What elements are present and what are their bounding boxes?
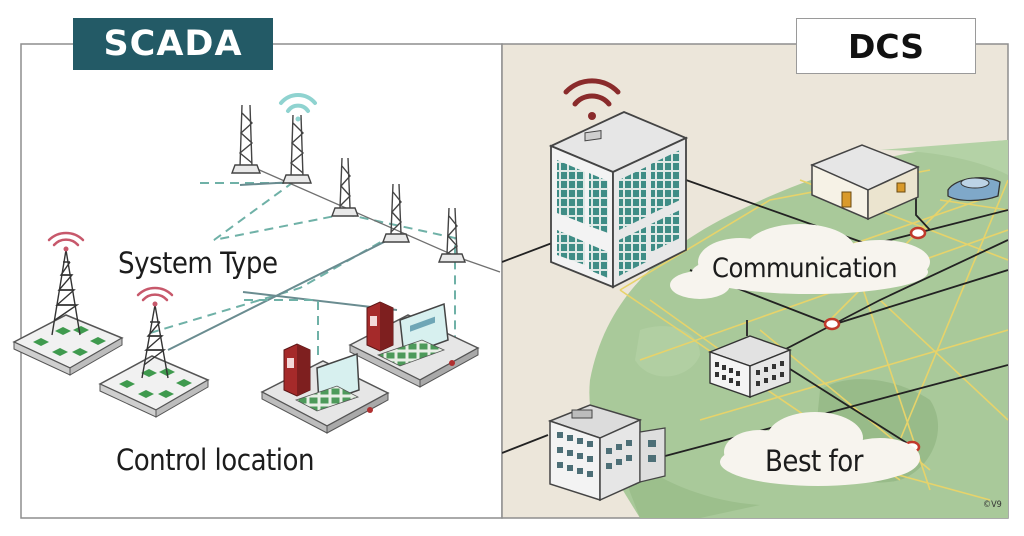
best-for-label: Best for [765,444,863,478]
server-cabinet-icon [283,343,311,397]
cloud-icon [670,224,930,299]
plant-building-icon [708,320,792,399]
watermark-mark: ©V9 [983,500,1002,510]
server-cabinet-icon [366,301,394,352]
cloud-icon [720,412,920,486]
system-type-label: System Type [118,246,278,280]
scada-title: SCADA [73,18,273,70]
scada-panel [12,43,503,519]
transmission-tower-icon [230,104,467,263]
wifi-signal-icon [279,92,317,122]
office-building-icon [548,111,689,289]
radio-tower-icon [12,231,124,376]
office-building-icon [547,404,666,502]
control-workstation-icon [260,343,390,434]
satellite-dish-icon [947,177,1001,202]
factory-icon [810,144,920,221]
dcs-panel [501,43,1009,519]
control-location-label: Control location [116,443,315,477]
wifi-signal-icon [563,78,621,120]
dcs-title: DCS [796,18,976,74]
radio-tower-icon [98,286,210,418]
communication-label: Communication [712,253,897,284]
control-workstation-icon [348,301,480,388]
